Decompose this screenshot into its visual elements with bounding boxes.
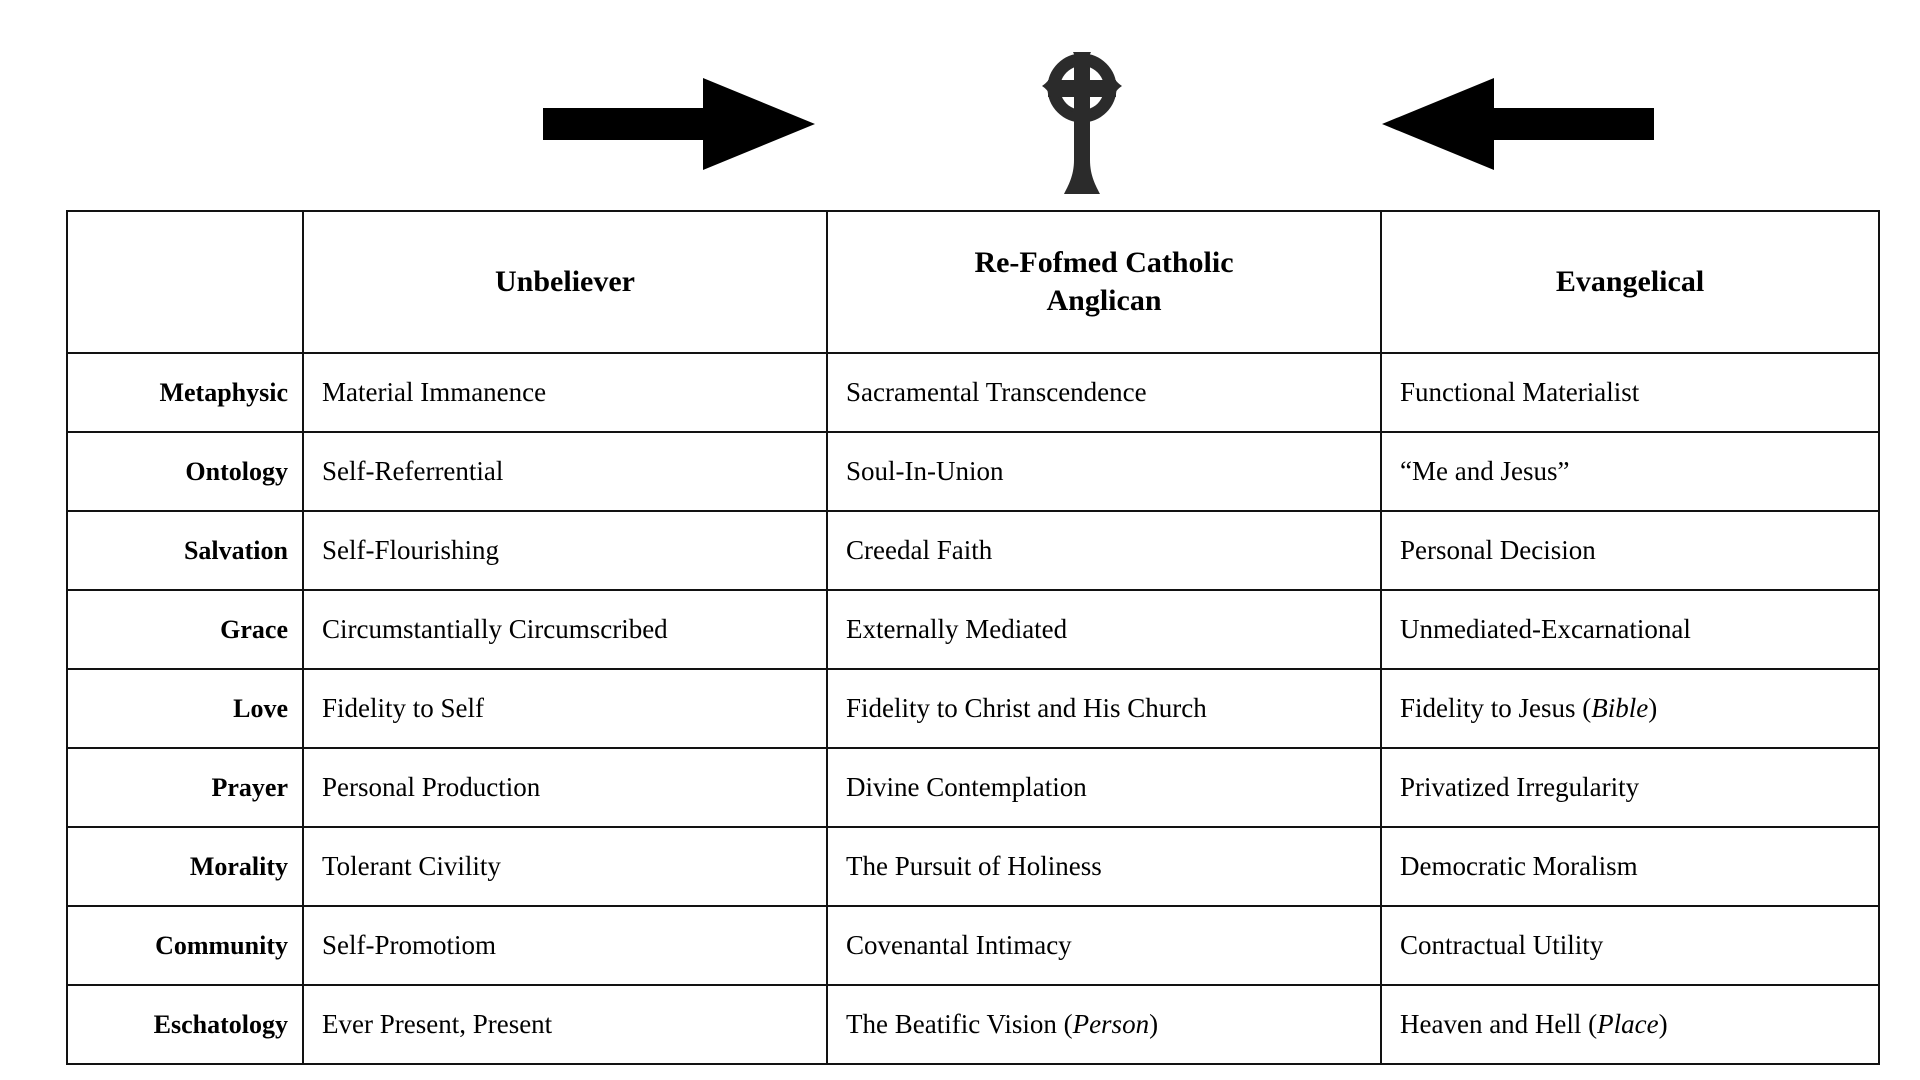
row-label-grace: Grace — [66, 589, 304, 670]
column-header-unbeliever-line1: Unbeliever — [495, 265, 635, 299]
cell-eschatology-anglican-suffix: ) — [1149, 1009, 1159, 1039]
table-row: Salvation Self-Flourishing Creedal Faith… — [66, 510, 1880, 591]
arrow-pointing-left-icon — [1382, 78, 1654, 170]
cell-love-unbeliever: Fidelity to Self — [302, 668, 828, 749]
cell-salvation-unbeliever: Self-Flourishing — [302, 510, 828, 591]
cell-love-evangelical-italic: Bible — [1591, 693, 1649, 723]
cell-eschatology-evangelical-suffix: ) — [1658, 1009, 1668, 1039]
cell-ontology-unbeliever: Self-Referrential — [302, 431, 828, 512]
cell-salvation-anglican: Creedal Faith — [826, 510, 1382, 591]
cell-eschatology-anglican: The Beatific Vision (Person) — [826, 984, 1382, 1065]
column-header-unbeliever: Unbeliever — [302, 210, 828, 354]
column-header-evangelical: Evangelical — [1380, 210, 1880, 354]
cell-love-anglican: Fidelity to Christ and His Church — [826, 668, 1382, 749]
cell-eschatology-unbeliever: Ever Present, Present — [302, 984, 828, 1065]
cell-eschatology-anglican-italic: Person — [1072, 1009, 1150, 1039]
celtic-cross-icon — [1040, 40, 1124, 200]
table-row: Community Self-Promotiom Covenantal Inti… — [66, 905, 1880, 986]
row-label-morality: Morality — [66, 826, 304, 907]
cell-community-anglican: Covenantal Intimacy — [826, 905, 1382, 986]
cell-morality-anglican: The Pursuit of Holiness — [826, 826, 1382, 907]
column-header-reformed-catholic-anglican: Re-Fofmed Catholic Anglican — [826, 210, 1382, 354]
cell-love-evangelical-suffix: ) — [1648, 693, 1658, 723]
cell-grace-unbeliever: Circumstantially Circumscribed — [302, 589, 828, 670]
cell-morality-unbeliever: Tolerant Civility — [302, 826, 828, 907]
cell-ontology-evangelical: “Me and Jesus” — [1380, 431, 1880, 512]
header-row: Unbeliever Re-Fofmed Catholic Anglican E… — [66, 210, 1880, 354]
table-row: Eschatology Ever Present, Present The Be… — [66, 984, 1880, 1065]
column-header-anglican-line1: Re-Fofmed Catholic — [974, 246, 1234, 280]
cell-prayer-evangelical: Privatized Irregularity — [1380, 747, 1880, 828]
cell-love-evangelical: Fidelity to Jesus (Bible) — [1380, 668, 1880, 749]
header-corner-cell — [66, 210, 304, 354]
table-row: Ontology Self-Referrential Soul-In-Union… — [66, 431, 1880, 512]
cell-metaphysic-unbeliever: Material Immanence — [302, 352, 828, 433]
row-label-eschatology: Eschatology — [66, 984, 304, 1065]
cell-ontology-anglican: Soul-In-Union — [826, 431, 1382, 512]
cell-community-unbeliever: Self-Promotiom — [302, 905, 828, 986]
cell-eschatology-evangelical-prefix: Heaven and Hell ( — [1400, 1009, 1598, 1039]
table-body: Metaphysic Material Immanence Sacramenta… — [66, 352, 1880, 1065]
cell-eschatology-evangelical: Heaven and Hell (Place) — [1380, 984, 1880, 1065]
symbol-band — [0, 0, 1920, 208]
row-label-community: Community — [66, 905, 304, 986]
arrow-pointing-right-icon — [543, 78, 815, 170]
cell-prayer-unbeliever: Personal Production — [302, 747, 828, 828]
cell-eschatology-anglican-prefix: The Beatific Vision ( — [846, 1009, 1073, 1039]
row-label-salvation: Salvation — [66, 510, 304, 591]
cell-love-evangelical-prefix: Fidelity to Jesus ( — [1400, 693, 1592, 723]
cell-community-evangelical: Contractual Utility — [1380, 905, 1880, 986]
cell-grace-anglican: Externally Mediated — [826, 589, 1382, 670]
row-label-love: Love — [66, 668, 304, 749]
cell-morality-evangelical: Democratic Moralism — [1380, 826, 1880, 907]
cell-metaphysic-evangelical: Functional Materialist — [1380, 352, 1880, 433]
cell-prayer-anglican: Divine Contemplation — [826, 747, 1382, 828]
table-header: Unbeliever Re-Fofmed Catholic Anglican E… — [66, 210, 1880, 354]
row-label-ontology: Ontology — [66, 431, 304, 512]
column-header-anglican-line2: Anglican — [1046, 284, 1162, 317]
cell-salvation-evangelical: Personal Decision — [1380, 510, 1880, 591]
cell-eschatology-evangelical-italic: Place — [1597, 1009, 1659, 1039]
cell-metaphysic-anglican: Sacramental Transcendence — [826, 352, 1382, 433]
column-header-evangelical-line1: Evangelical — [1555, 265, 1705, 299]
row-label-prayer: Prayer — [66, 747, 304, 828]
table-row: Prayer Personal Production Divine Contem… — [66, 747, 1880, 828]
table-row: Metaphysic Material Immanence Sacramenta… — [66, 352, 1880, 433]
comparison-table: Unbeliever Re-Fofmed Catholic Anglican E… — [66, 210, 1880, 1065]
table-row: Grace Circumstantially Circumscribed Ext… — [66, 589, 1880, 670]
table-row: Morality Tolerant Civility The Pursuit o… — [66, 826, 1880, 907]
row-label-metaphysic: Metaphysic — [66, 352, 304, 433]
table-row: Love Fidelity to Self Fidelity to Christ… — [66, 668, 1880, 749]
cell-grace-evangelical: Unmediated-Excarnational — [1380, 589, 1880, 670]
comparison-table-container: Unbeliever Re-Fofmed Catholic Anglican E… — [66, 210, 1880, 1065]
